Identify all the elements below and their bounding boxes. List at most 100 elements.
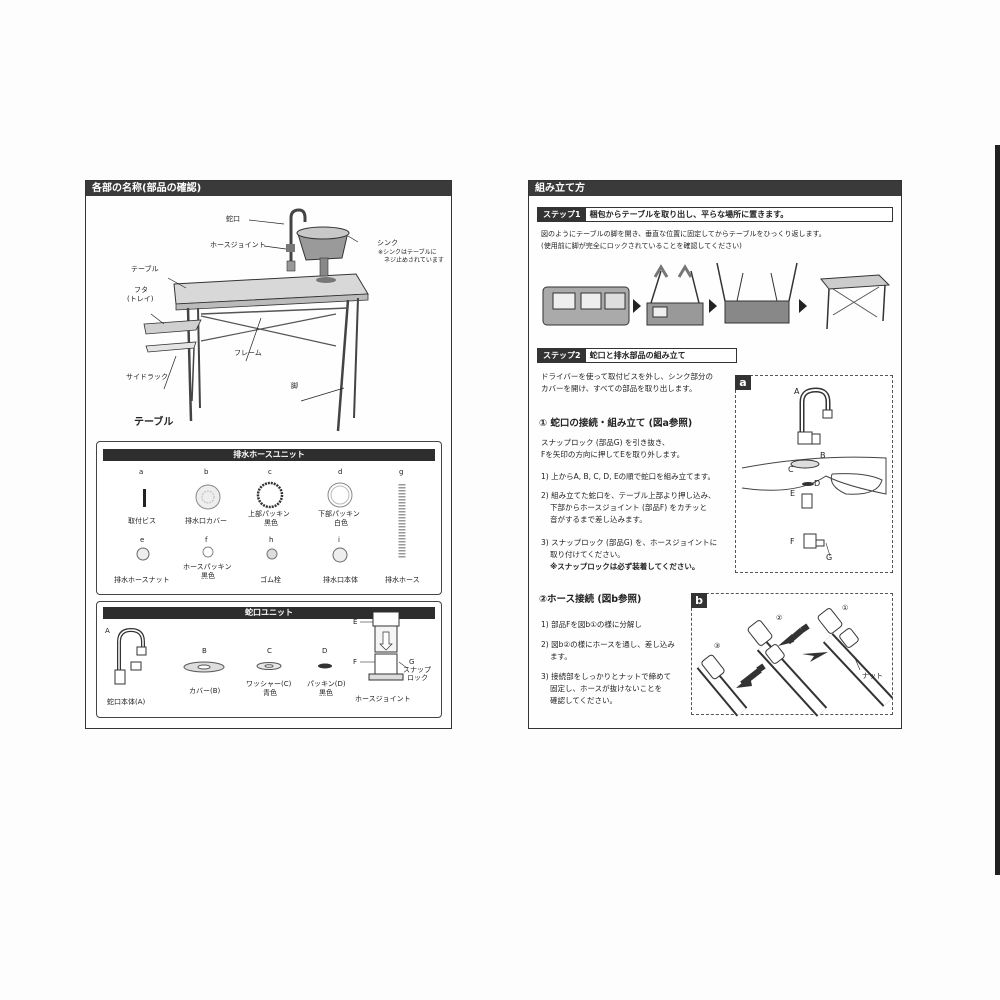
figure-b-tag: b (691, 593, 707, 608)
drain-part-c-name: 上部パッキン (248, 510, 290, 518)
drain-part-c-color: 黒色 (264, 519, 278, 527)
sec2-line-2: 2) 図b②の様にホースを通し、差し込み (541, 640, 675, 649)
fig-a-label-C: C (788, 465, 794, 474)
label-leg: 脚 (291, 382, 298, 390)
label-sink-note-2: ネジ止めされています (384, 257, 444, 264)
faucet-part-G-name-1: スナップ (403, 666, 431, 674)
faucet-part-C-color: 青色 (263, 689, 277, 697)
figure-a-tag: a (735, 375, 751, 390)
faucet-part-D-color: 黒色 (319, 689, 333, 697)
faucet-part-C-name: ワッシャー(C) (246, 680, 292, 688)
label-sink-note-1: ※シンクはテーブルに (378, 249, 437, 256)
label-side-rack: サイドラック (126, 373, 168, 381)
label-lid: フタ (134, 286, 148, 294)
drain-part-e-letter: e (140, 536, 145, 544)
fig-a-label-B: B (820, 451, 826, 460)
table-caption: テーブル (134, 417, 174, 428)
sec1-line-7: 3) スナップロック (部品G) を、ホースジョイントに (541, 538, 718, 547)
drain-part-b-name: 排水口カバー (185, 517, 227, 525)
label-faucet: 蛇口 (226, 215, 240, 223)
section-hose-title: ②ホース接続 (図b参照) (539, 594, 642, 605)
figure-a-illustration (741, 387, 887, 557)
drain-hose-unit-title: 排水ホースユニット (103, 449, 435, 461)
fig-b-label-2: ② (776, 614, 783, 622)
fig-a-label-A: A (794, 387, 800, 396)
faucet-part-D-letter: D (322, 647, 328, 655)
sec2-line-4: 3) 接続部をしっかりとナットで締めて (541, 672, 672, 681)
fig-b-label-1: ① (842, 604, 849, 612)
drain-part-d-letter: d (338, 468, 343, 476)
step1-line-2: (使用前に脚が完全にロックされていることを確認してください) (541, 242, 742, 250)
drain-parts-illustrations (136, 481, 406, 563)
step1-title: 梱包からテーブルを取り出し、平らな場所に置きます。 (589, 210, 789, 219)
label-frame: フレーム (234, 349, 262, 357)
parts-names-panel: 各部の名称(部品の確認) 蛇口 ホースジョ (85, 180, 452, 729)
table-illustration (143, 208, 369, 432)
faucet-part-G-name-2: ロック (407, 674, 428, 682)
faucet-part-A-name: 蛇口本体(A) (107, 698, 146, 706)
step2-tag: ステップ2 (538, 349, 586, 362)
faucet-part-G-letter: G (409, 658, 415, 666)
fig-a-label-G: G (826, 553, 833, 562)
drain-part-f-name: ホースパッキン (183, 563, 232, 571)
sec1-line-5: 下部からホースジョイント (部品F) をカチッと (550, 503, 708, 512)
drain-part-h-letter: h (269, 536, 274, 544)
drain-part-i-name: 排水口本体 (323, 576, 358, 584)
sec1-line-2: Fを矢印の方向に押してEを取り外します。 (541, 450, 685, 459)
drain-part-f-color: 黒色 (201, 572, 215, 580)
figure-a-box: a A B C D E F G (735, 375, 893, 573)
fig-a-label-F: F (790, 537, 795, 546)
sec1-line-8: 取り付けてください。 (550, 550, 625, 559)
sec2-line-6: 確認してください。 (550, 696, 618, 705)
parts-names-title: 各部の名称(部品の確認) (86, 181, 451, 196)
drain-part-h-name: ゴム栓 (260, 576, 281, 584)
fig-a-label-D: D (814, 479, 821, 488)
faucet-part-B-letter: B (202, 647, 207, 655)
drain-part-d-color: 白色 (334, 519, 348, 527)
drain-part-d-name: 下部パッキン (318, 510, 360, 518)
assembly-title: 組み立て方 (529, 181, 901, 196)
scan-edge-shadow (995, 145, 1000, 875)
faucet-unit-box: 蛇口ユニット A 蛇口本体(A) B カバー(B) C ワッシャー(C) 青色 … (96, 601, 442, 718)
label-sink: シンク (377, 239, 398, 247)
faucet-unit-title: 蛇口ユニット (103, 607, 435, 619)
drain-hose-unit-box: 排水ホースユニット a 取付ビス b 排水口カバー c 上部パッキン 黒色 d … (96, 441, 442, 595)
step1-illustrations (542, 262, 891, 330)
faucet-part-D-name: パッキン(D) (307, 680, 346, 688)
faucet-part-A-letter: A (105, 627, 110, 635)
step1-tag: ステップ1 (538, 208, 586, 221)
step1-line-1: 図のようにテーブルの脚を開き、垂直な位置に固定してからテーブルをひっくり返します… (541, 230, 826, 238)
drain-part-e-name: 排水ホースナット (114, 576, 170, 584)
faucet-part-B-name: カバー(B) (189, 687, 221, 695)
label-lid-tray: (トレイ) (127, 295, 154, 303)
hose-joint-caption: ホースジョイント (355, 695, 411, 703)
drain-part-i-letter: i (338, 536, 340, 544)
drain-part-c-letter: c (268, 468, 272, 476)
fig-b-nut-label: ナット (862, 672, 883, 680)
label-hose-joint: ホースジョイント (210, 241, 266, 249)
drain-part-a-name: 取付ビス (128, 517, 156, 525)
fig-b-label-3: ③ (714, 642, 721, 650)
step2-intro-2: カバーを開け、すべての部品を取り出します。 (541, 384, 697, 393)
faucet-part-E-letter: E (353, 618, 358, 626)
drain-part-b-letter: b (204, 468, 209, 476)
sec1-line-3: 1) 上からA, B, C, D, Eの順で蛇口を組み立てます。 (541, 472, 716, 481)
drain-part-g-letter: g (399, 468, 404, 476)
section-faucet-title: ① 蛇口の接続・組み立て (図a参照) (539, 418, 693, 429)
step2-title: 蛇口と排水部品の組み立て (589, 351, 686, 360)
drain-part-g-name: 排水ホース (385, 576, 420, 584)
faucet-part-C-letter: C (267, 647, 272, 655)
sec1-line-6: 音がするまで差し込みます。 (550, 515, 647, 524)
step2-intro-1: ドライバーを使って取付ビスを外し、シンク部分の (541, 372, 713, 381)
drain-part-a-letter: a (139, 468, 144, 476)
faucet-parts-illustrations (114, 611, 408, 685)
sec2-line-1: 1) 部品Fを図b①の様に分解し (541, 620, 642, 629)
sec1-line-1: スナップロック (部品G) を引き抜き、 (541, 438, 670, 447)
faucet-part-F-letter: F (353, 658, 358, 666)
figure-b-illustration (696, 608, 894, 717)
drain-part-f-letter: f (205, 536, 208, 544)
sec2-line-3: ます。 (550, 652, 572, 661)
